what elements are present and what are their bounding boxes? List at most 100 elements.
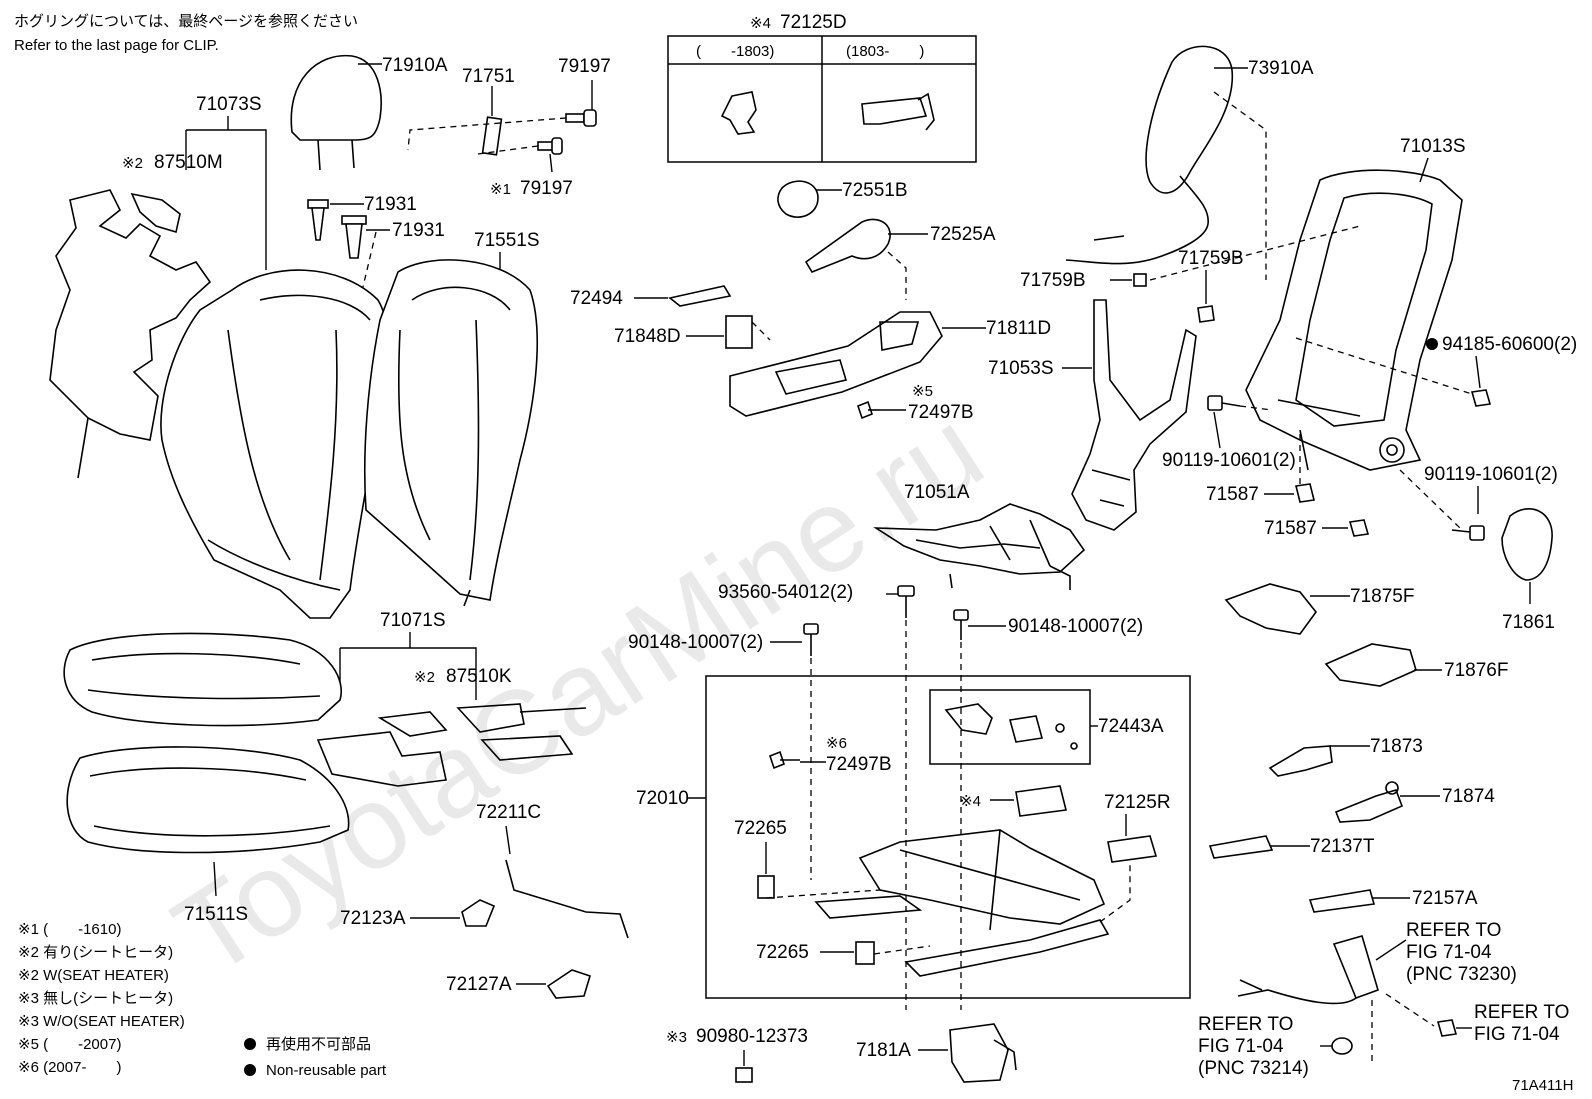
mark-87510M: ※2: [122, 155, 143, 172]
headrest-71910A: [290, 54, 382, 171]
cover-71876F: [1324, 643, 1417, 687]
pin-71931-a: [307, 199, 329, 241]
clip-72265-a: [757, 875, 775, 899]
heater-mat-87510M: [49, 189, 212, 479]
label-71876F: 71876F: [1444, 660, 1508, 681]
legend-item-5: ※3 W/O(SEAT HEATER): [18, 1013, 185, 1030]
inset-box-72443A: [929, 689, 1091, 765]
label-72497B-a: 72497B: [908, 402, 974, 423]
label-90148-b: 90148-10007(2): [1008, 616, 1143, 637]
pin-71931-b: [341, 215, 367, 259]
label-71013S: 71013S: [1400, 136, 1466, 157]
bracket-72125D: [1015, 785, 1067, 817]
label-72123A: 72123A: [340, 908, 406, 929]
seat-cushion-cover-71071S: [63, 632, 342, 727]
inset-col-left: ( -1803): [696, 43, 774, 60]
label-71751: 71751: [462, 66, 515, 87]
bolt-93560: [897, 585, 915, 618]
clip-note-jp: ホグリングについては、最終ページを参照ください: [14, 13, 358, 30]
inset-mark: ※4: [750, 15, 771, 32]
legend-item-7: ※6 (2007- ): [18, 1059, 121, 1076]
nut-ref3: [1436, 1019, 1458, 1037]
seatback-pad-71551S: [363, 259, 539, 607]
adjuster-box: [705, 675, 1191, 999]
figure-id: 71A411H: [1512, 1077, 1573, 1094]
heater-mat-87510K: [316, 703, 587, 787]
clip-71759B-b: [1197, 305, 1215, 323]
cover-72137T: [1208, 835, 1274, 859]
label-71073S: 71073S: [196, 94, 262, 115]
label-71551S: 71551S: [474, 230, 540, 251]
label-73910A: 73910A: [1248, 58, 1314, 79]
seatback-cover-71073S: [160, 269, 390, 619]
side-airbag-73910A: [1065, 45, 1233, 265]
label-79197-a: 79197: [558, 56, 611, 77]
rod-72211C: [505, 859, 629, 939]
cover-71874: [1334, 781, 1404, 823]
mark-79197-b: ※1: [490, 181, 511, 198]
mark-87510K: ※2: [414, 669, 435, 686]
mark-72125D-inside: ※4: [960, 793, 981, 810]
label-71848D: 71848D: [614, 326, 681, 347]
label-71931-b: 71931: [392, 220, 445, 241]
mark-90980: ※3: [666, 1029, 687, 1046]
label-90148-a: 90148-10007(2): [628, 632, 763, 653]
label-72497B-b: 72497B: [826, 754, 892, 775]
label-71053S: 71053S: [988, 358, 1054, 379]
label-71587-a: 71587: [1206, 484, 1259, 505]
cover-71873: [1268, 745, 1333, 777]
label-79197-b: 79197: [520, 178, 573, 199]
label-93560: 93560-54012(2): [718, 582, 853, 603]
nonreusable-dot-94185-icon: [1426, 338, 1438, 350]
ref1-line1: REFER TO: [1406, 920, 1501, 941]
clip-90980: [735, 1067, 753, 1083]
shield-71811D: [729, 311, 943, 417]
inset-part-72125D: 72125D: [780, 12, 847, 33]
label-90119-b: 90119-10601(2): [1424, 464, 1558, 485]
cap-71861: [1501, 508, 1553, 581]
label-71874: 71874: [1442, 786, 1495, 807]
label-72137T: 72137T: [1310, 836, 1375, 857]
cover-72127A: [546, 969, 591, 999]
label-87510M: 87510M: [154, 152, 223, 173]
seat-track-72010: [765, 829, 1131, 977]
ref2-line3: (PNC 73214): [1198, 1058, 1309, 1079]
spring-71051A: [873, 503, 1086, 590]
nut-94185: [1470, 389, 1492, 407]
label-90119-a: 90119-10601(2): [1162, 450, 1296, 471]
label-72127A: 72127A: [446, 974, 512, 995]
ref3-line1: REFER TO: [1474, 1002, 1569, 1023]
label-72494: 72494: [570, 288, 623, 309]
label-72010: 72010: [636, 788, 689, 809]
bracket-72125R: [1107, 835, 1158, 863]
label-72265-a: 72265: [734, 818, 787, 839]
inset-col-right: (1803- ): [846, 43, 924, 60]
label-71861: 71861: [1502, 612, 1555, 633]
ref1-line3: (PNC 73230): [1406, 964, 1517, 985]
label-72125R: 72125R: [1104, 792, 1171, 813]
legend-item-6: ※5 ( -2007): [18, 1036, 121, 1053]
label-87510K: 87510K: [446, 666, 512, 687]
seatbelt-buckle: [1237, 935, 1379, 1005]
knob-72551B: [777, 180, 819, 218]
label-71759B-b: 71759B: [1178, 248, 1244, 269]
bolt-90148-b: [953, 609, 969, 640]
label-71873: 71873: [1370, 736, 1423, 757]
clip-72265-b: [855, 941, 875, 965]
ref3-line2: FIG 71-04: [1474, 1024, 1560, 1045]
clip-72497B-a: [857, 400, 880, 420]
guide-71751: [481, 116, 503, 156]
nonreusable-en: Non-reusable part: [266, 1062, 387, 1079]
legend-item-4: ※3 無し(シートヒータ): [18, 990, 173, 1007]
label-71931-a: 71931: [364, 194, 417, 215]
legend-item-1: ※1 ( -1610): [18, 921, 121, 938]
screw-79197-a: [565, 109, 597, 127]
label-71811D: 71811D: [986, 318, 1051, 339]
label-72157A: 72157A: [1412, 888, 1478, 909]
cover-72494: [668, 285, 732, 307]
clip-71759B-a: [1133, 273, 1147, 287]
label-71910A: 71910A: [382, 55, 448, 76]
lumbar-71053S: [1071, 299, 1197, 531]
bolt-90148-a: [803, 623, 819, 656]
